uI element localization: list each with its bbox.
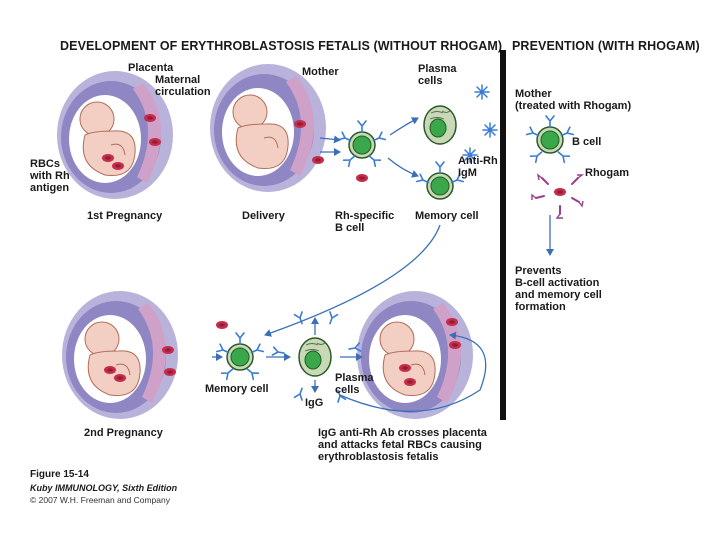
label-maternal-circulation: Maternal circulation — [155, 74, 211, 98]
memory-cell-bottom-icon — [226, 343, 254, 371]
memory-cell-icon — [426, 172, 454, 200]
label-rh-specific-b-cell: Rh-specific B cell — [335, 210, 395, 234]
rhogam-icon — [531, 173, 585, 219]
second-pregnancy-left-uterus — [61, 290, 179, 420]
left-section-header: DEVELOPMENT OF ERYTHROBLASTOSIS FETALIS … — [60, 39, 503, 53]
book-title: Kuby IMMUNOLOGY, Sixth Edition — [30, 483, 178, 493]
label-igg-crosses-placenta: IgG anti-Rh Ab crosses placenta and atta… — [318, 427, 487, 463]
label-delivery: Delivery — [242, 210, 285, 222]
label-plasma-cells-top: Plasma cells — [418, 63, 457, 87]
label-memory-cell-bottom: Memory cell — [205, 383, 269, 395]
label-first-pregnancy: 1st Pregnancy — [87, 210, 163, 222]
copyright: © 2007 W.H. Freeman and Company — [30, 495, 170, 505]
rhogam-b-cell-icon — [536, 126, 564, 154]
label-mother-treated: Mother (treated with Rhogam) — [515, 88, 632, 112]
label-prevents: Prevents B-cell activation and memory ce… — [515, 265, 602, 313]
flow-arrows — [212, 117, 554, 412]
label-memory-cell-top: Memory cell — [415, 210, 479, 222]
label-placenta: Placenta — [128, 62, 174, 74]
figure-number: Figure 15-14 — [30, 469, 89, 480]
label-igg: IgG — [305, 397, 324, 409]
igm-icon — [462, 84, 498, 163]
b-cell-icon — [348, 131, 376, 159]
right-section-header: PREVENTION (WITH RHOGAM) — [512, 39, 700, 53]
section-divider — [500, 50, 506, 420]
delivery-uterus — [209, 63, 327, 193]
plasma-cell-bottom-icon — [298, 337, 332, 377]
label-rhogam: Rhogam — [585, 167, 629, 179]
label-rbcs-rh-antigen: RBCs with Rh antigen — [30, 158, 70, 194]
label-b-cell: B cell — [572, 136, 602, 148]
label-second-pregnancy: 2nd Pregnancy — [84, 427, 163, 439]
label-mother: Mother — [302, 66, 339, 78]
label-plasma-cells-bottom: Plasma cells — [335, 372, 374, 396]
plasma-cell-icon — [423, 105, 457, 145]
second-pregnancy-right-uterus — [356, 290, 474, 420]
label-anti-rh-igm: Anti-Rh IgM — [458, 155, 498, 179]
